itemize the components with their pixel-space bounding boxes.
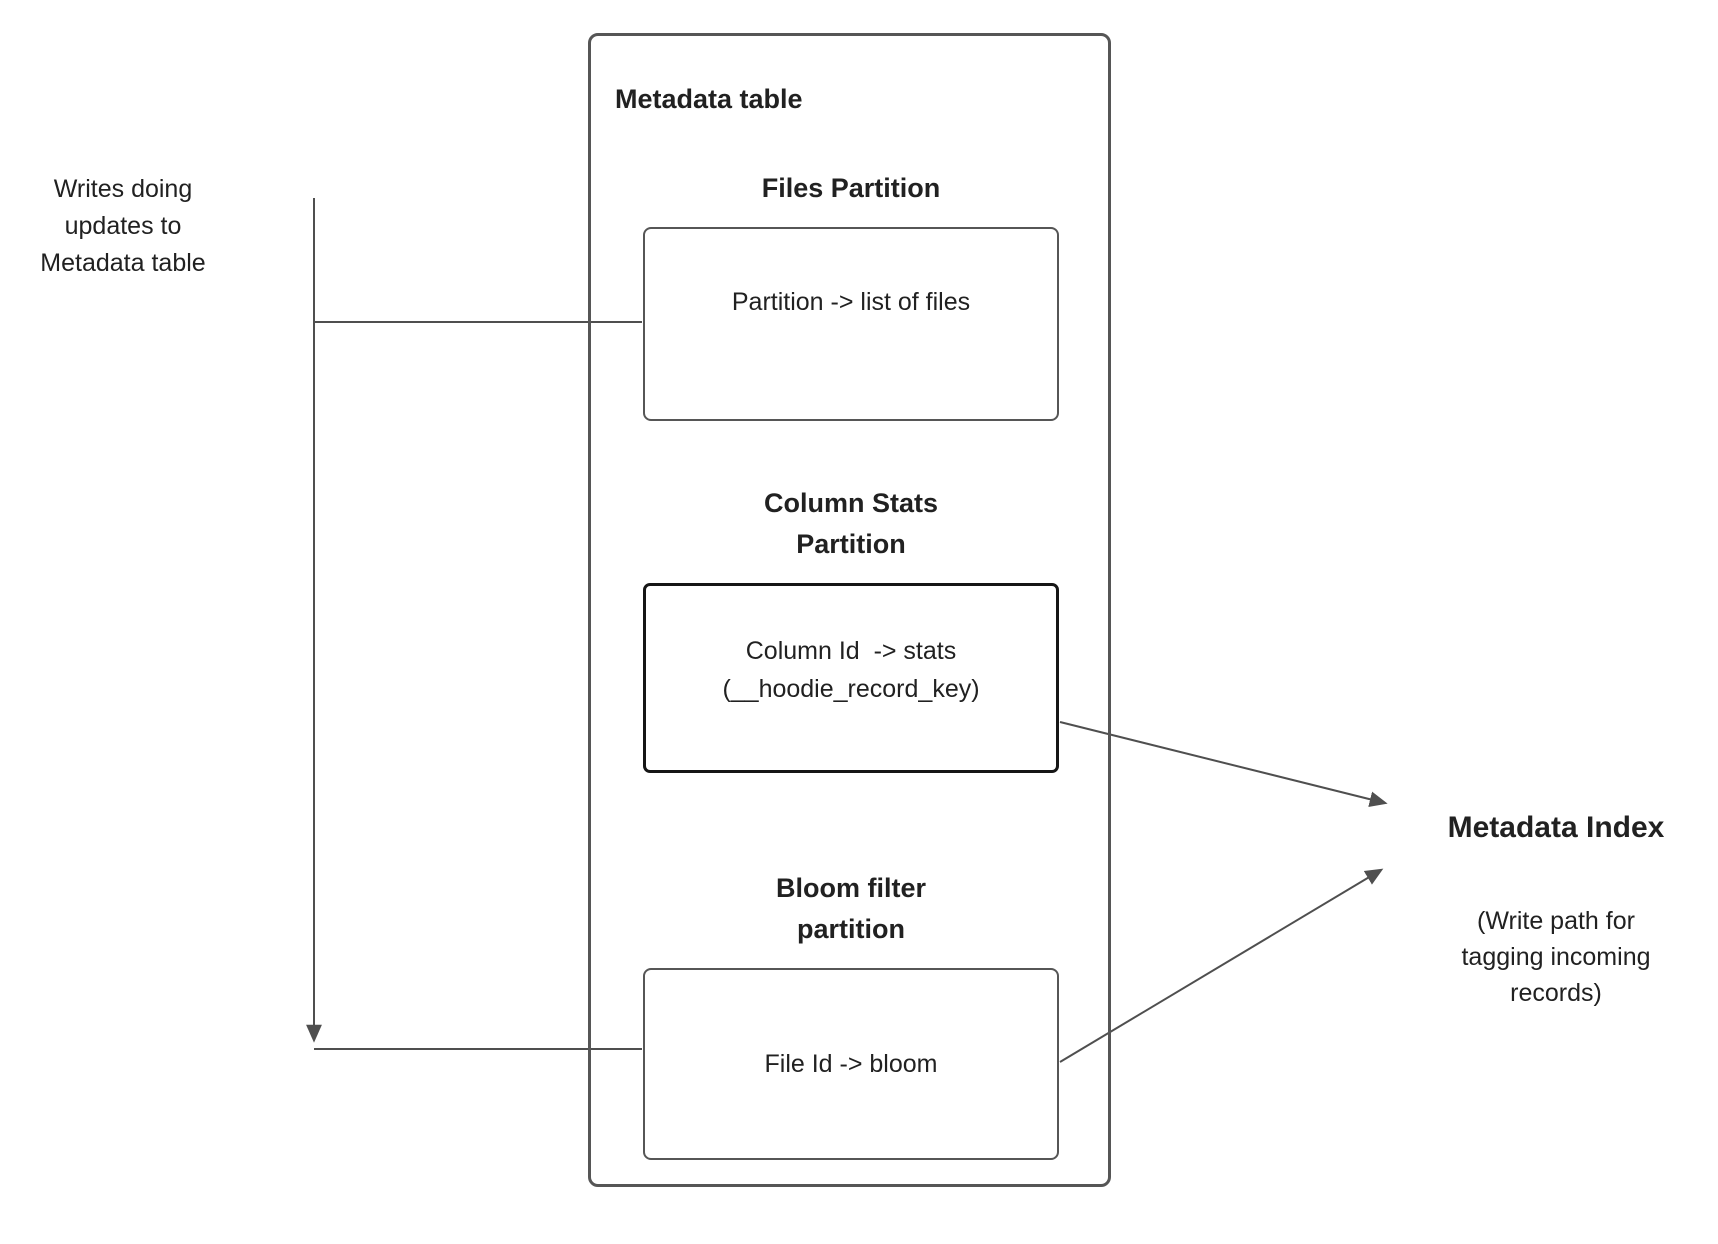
metadata-index-subtitle: (Write path for tagging incoming records…	[1461, 907, 1651, 1007]
column-stats-partition-box-text: Column Id -> stats (__hoodie_record_key)	[722, 637, 980, 703]
bloom-filter-partition-box-text: File Id -> bloom	[764, 1050, 938, 1078]
column-stats-partition-box: Column Id -> stats (__hoodie_record_key)	[643, 583, 1059, 773]
column-stats-partition-heading: Column Stats Partition	[763, 488, 938, 559]
bloom-filter-partition-heading: Bloom filter partition	[775, 873, 926, 944]
metadata-table-title: Metadata table	[615, 84, 803, 114]
metadata-table-container	[588, 33, 1111, 1187]
writes-note: Writes doing updates to Metadata table	[40, 175, 206, 277]
files-partition-box: Partition -> list of files	[643, 227, 1059, 421]
metadata-index-title: Metadata Index	[1447, 811, 1665, 844]
files-partition-heading: Files Partition	[761, 173, 941, 203]
files-partition-box-text: Partition -> list of files	[731, 288, 971, 316]
bloom-filter-partition-box: File Id -> bloom	[643, 968, 1059, 1160]
